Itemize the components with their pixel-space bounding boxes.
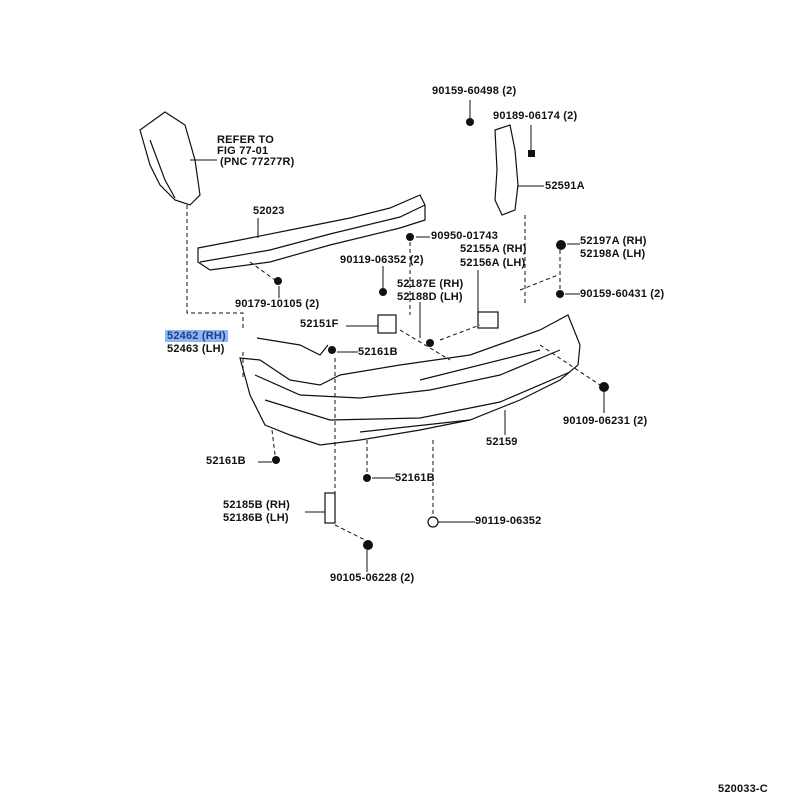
part-label[interactable]: 52198A (LH): [580, 248, 646, 260]
nut-icon: [274, 277, 282, 285]
part-label[interactable]: 90159-60498 (2): [432, 85, 517, 97]
refer-note-line: REFER TO: [217, 134, 275, 146]
bracket-part-lower: [324, 492, 336, 524]
part-label[interactable]: 90179-10105 (2): [235, 298, 320, 310]
part-label[interactable]: 90105-06228 (2): [330, 572, 415, 584]
part-label[interactable]: 90119-06352 (2): [340, 254, 424, 266]
part-label[interactable]: 52159: [486, 436, 518, 448]
part-label[interactable]: 52023: [253, 205, 285, 217]
part-label[interactable]: 52161B: [206, 455, 246, 467]
part-label[interactable]: 52463 (LH): [167, 343, 225, 355]
part-label[interactable]: 52185B (RH): [223, 499, 291, 511]
clip-icon: [272, 456, 280, 464]
part-label[interactable]: 52151F: [300, 318, 339, 330]
refer-note-line: (PNC 77277R): [220, 156, 295, 168]
clip-icon: [363, 474, 371, 482]
part-label[interactable]: 52186B (LH): [223, 512, 289, 524]
part-label[interactable]: 90119-06352: [475, 515, 542, 527]
figure-code: 520033-C: [718, 783, 768, 795]
part-label[interactable]: 52188D (LH): [397, 291, 463, 303]
bumper-reinforcement-part: [197, 194, 426, 271]
retainer-bracket-part: [377, 314, 397, 334]
clip-icon: [426, 339, 434, 347]
part-label[interactable]: 52156A (LH): [460, 257, 526, 269]
screw-icon: [427, 516, 439, 528]
part-label[interactable]: 90950-01743: [431, 230, 499, 242]
nut-icon: [556, 240, 566, 250]
part-label[interactable]: 90189-06174 (2): [493, 110, 578, 122]
fender-liner-part: [139, 111, 201, 206]
side-bracket-part: [494, 124, 519, 216]
part-label[interactable]: 52197A (RH): [580, 235, 647, 247]
bumper-cover-part: [239, 314, 581, 446]
bolt-icon: [556, 290, 564, 298]
part-label[interactable]: 52161B: [358, 346, 398, 358]
refer-note-line[interactable]: FIG 77-01: [217, 145, 269, 157]
clip-icon: [528, 150, 535, 157]
part-label-highlighted[interactable]: 52462 (RH): [165, 330, 228, 342]
clip-icon: [328, 346, 336, 354]
bolt-icon: [363, 540, 373, 550]
part-label[interactable]: 52155A (RH): [460, 243, 527, 255]
part-label[interactable]: 90159-60431 (2): [580, 288, 665, 300]
bolt-icon: [379, 288, 387, 296]
part-label[interactable]: 52591A: [545, 180, 585, 192]
strip-part: [256, 337, 329, 356]
bolt-icon: [466, 118, 474, 126]
retainer-bracket-part-right: [477, 311, 499, 329]
part-label[interactable]: 52161B: [395, 472, 435, 484]
bolt-icon: [599, 382, 609, 392]
part-label[interactable]: 52187E (RH): [397, 278, 464, 290]
part-label[interactable]: 90109-06231 (2): [563, 415, 648, 427]
bolt-icon: [406, 233, 414, 241]
